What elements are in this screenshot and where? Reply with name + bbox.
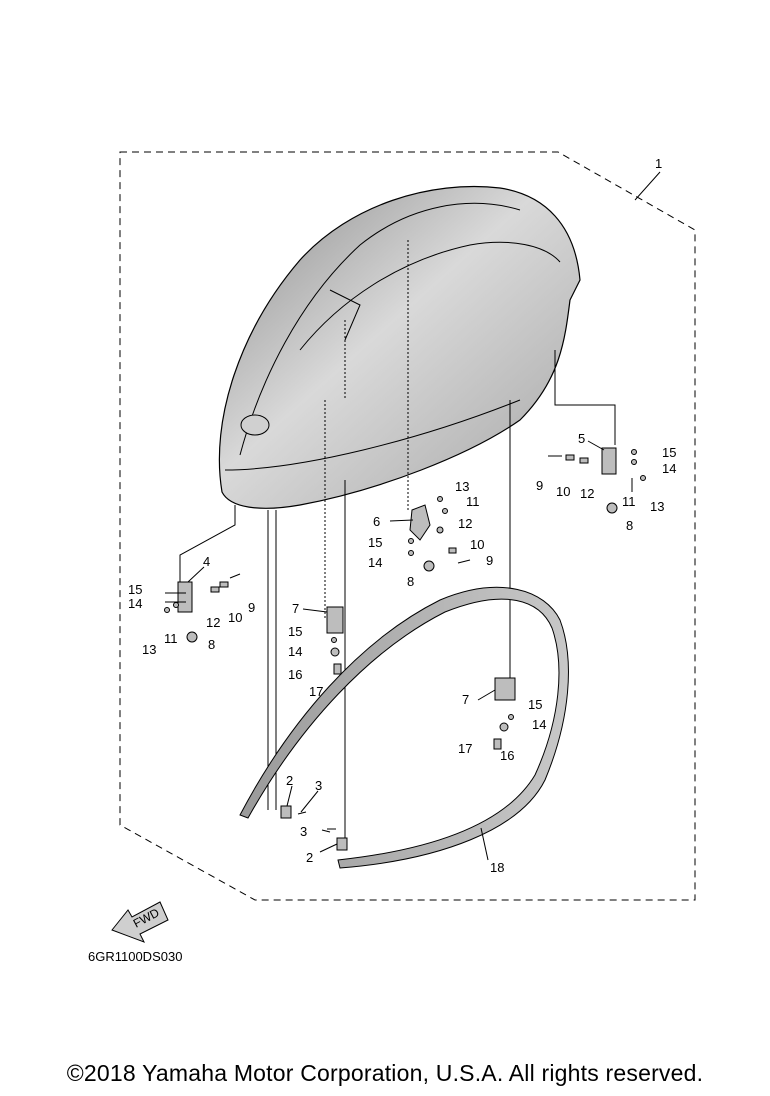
callout-14-center: 14 xyxy=(368,555,382,570)
callout-13-right: 13 xyxy=(650,499,664,514)
callout-18: 18 xyxy=(490,860,504,875)
callout-11-left: 11 xyxy=(164,631,178,646)
callout-10-center: 10 xyxy=(470,537,484,552)
callout-6: 6 xyxy=(373,514,380,529)
callout-13-left: 13 xyxy=(142,642,156,657)
callout-9-center: 9 xyxy=(486,553,493,568)
right-hinge-assembly xyxy=(493,677,516,750)
assembly-boundary xyxy=(119,151,696,901)
callout-7-left: 7 xyxy=(292,601,299,616)
callout-15-hinge-right: 15 xyxy=(528,697,542,712)
callout-17-right: 17 xyxy=(458,741,472,756)
callout-8-center: 8 xyxy=(407,574,414,589)
callout-10-right: 10 xyxy=(556,484,570,499)
callout-8-right: 8 xyxy=(626,518,633,533)
callout-2b: 2 xyxy=(306,850,313,865)
callout-11-right: 11 xyxy=(622,494,636,509)
seal-strip xyxy=(239,586,569,869)
callout-12-center: 12 xyxy=(458,516,472,531)
left-bracket-assembly xyxy=(164,573,241,643)
callout-15-center: 15 xyxy=(368,535,382,550)
callout-15-right: 15 xyxy=(662,445,676,460)
callout-10-left: 10 xyxy=(228,610,242,625)
callout-14-left: 14 xyxy=(128,596,142,611)
callout-14-hinge-right: 14 xyxy=(532,717,546,732)
callout-15-hinge-left: 15 xyxy=(288,624,302,639)
forward-arrow: FWD xyxy=(111,901,169,943)
left-hinge-assembly xyxy=(326,606,344,675)
callout-3b: 3 xyxy=(300,824,307,839)
callout-3: 3 xyxy=(315,778,322,793)
callout-2: 2 xyxy=(286,773,293,788)
center-bracket-assembly xyxy=(408,496,471,572)
callout-9-right: 9 xyxy=(536,478,543,493)
callout-7-right: 7 xyxy=(462,692,469,707)
callout-16-right: 16 xyxy=(500,748,514,763)
leader-lines xyxy=(187,171,661,861)
copyright-notice: ©2018 Yamaha Motor Corporation, U.S.A. A… xyxy=(66,1060,704,1086)
callout-labels: 1 2 3 3 2 18 4 15 14 12 10 9 11 13 8 5 1… xyxy=(128,156,676,875)
diagram-code: 6GR1100DS030 xyxy=(88,949,182,964)
callout-14-right: 14 xyxy=(662,461,676,476)
callout-14-hinge-left: 14 xyxy=(288,644,302,659)
callout-4: 4 xyxy=(203,554,210,569)
strip-clips xyxy=(280,805,348,851)
right-bracket-assembly xyxy=(548,447,646,514)
callout-8-left: 8 xyxy=(208,637,215,652)
callout-12-left: 12 xyxy=(206,615,220,630)
callout-9-left: 9 xyxy=(248,600,255,615)
callout-1: 1 xyxy=(655,156,662,171)
callout-12-right: 12 xyxy=(580,486,594,501)
callout-16-left: 16 xyxy=(288,667,302,682)
callout-5: 5 xyxy=(578,431,585,446)
top-cowling xyxy=(218,185,581,509)
callout-17-left: 17 xyxy=(309,684,323,699)
callout-11-center: 11 xyxy=(466,494,480,509)
callout-13-center: 13 xyxy=(455,479,469,494)
callout-15-left: 15 xyxy=(128,582,142,597)
